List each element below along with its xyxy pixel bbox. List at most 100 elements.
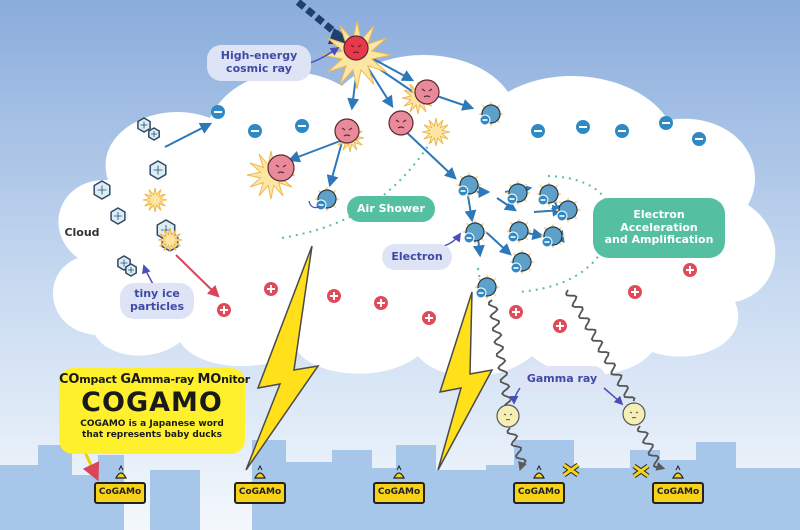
negative-charge-1 xyxy=(211,105,225,119)
electron-4 xyxy=(505,180,531,206)
negative-charge-3 xyxy=(295,119,309,133)
cogamo-detector-1: CoGAMo xyxy=(94,482,146,504)
cosmic-ray-particles xyxy=(267,35,440,182)
cogamo-info-box: COmpact GAmma-ray MOnitor COGAMO COGAMO … xyxy=(59,368,250,454)
gamma-pointer-left xyxy=(509,387,521,405)
cosmic-particle-5 xyxy=(267,154,295,182)
ice-particle-2 xyxy=(148,127,160,141)
electron-7 xyxy=(462,219,488,245)
shower-arrow-3 xyxy=(365,54,415,82)
cosmic-particle-1 xyxy=(343,35,369,61)
electron-label: Electron xyxy=(382,244,452,270)
building-7 xyxy=(284,462,334,530)
electron-10 xyxy=(474,274,500,300)
positive-charge-1 xyxy=(217,303,231,317)
cogamo-title: COGAMO xyxy=(81,387,223,418)
negative-charge-2 xyxy=(248,124,262,138)
shower-arrow-5 xyxy=(287,137,349,163)
electron-3 xyxy=(456,172,482,198)
shower-arrow-7 xyxy=(401,127,457,180)
positive-charge-9 xyxy=(683,263,697,277)
gamma-wave-2a xyxy=(565,289,636,402)
falling-duck-icon-2 xyxy=(632,463,650,479)
positive-charge-6 xyxy=(509,305,523,319)
electron-acceleration-label: Electron Acceleration and Amplification xyxy=(593,198,725,258)
lightning-bolts xyxy=(245,245,494,471)
negative-charge-7 xyxy=(659,116,673,130)
cogamo-note: COGAMO is a Japanese word that represent… xyxy=(80,419,224,440)
lightning-bolt-left xyxy=(245,245,320,471)
building-12 xyxy=(486,465,516,530)
burst-5 xyxy=(421,117,451,147)
shower-arrow-10 xyxy=(464,195,477,223)
shower-arrow-12 xyxy=(496,197,517,212)
ice-positive-arrow xyxy=(175,254,220,298)
positive-charge-8 xyxy=(628,285,642,299)
positive-charge-5 xyxy=(422,311,436,325)
building-1 xyxy=(0,465,40,530)
cosmic-particle-4 xyxy=(388,110,414,136)
electron-2 xyxy=(314,186,340,212)
duck-icon-2 xyxy=(254,464,266,479)
ice-particle-9 xyxy=(125,263,137,277)
shower-arrow-14 xyxy=(485,231,512,256)
positive-charge-4 xyxy=(374,296,388,310)
air-shower-pointer xyxy=(308,200,321,209)
building-2 xyxy=(38,445,72,530)
duck-birds xyxy=(115,462,684,479)
duck-icon-1 xyxy=(115,464,127,479)
positive-charge-7 xyxy=(553,319,567,333)
ice-particle-5 xyxy=(110,207,126,225)
electron-1 xyxy=(478,101,504,127)
burst-6 xyxy=(142,187,168,213)
gamma-wave-2b xyxy=(636,425,666,471)
cogamo-full-name: COmpact GAmma-ray MOnitor xyxy=(59,372,250,387)
positive-charge-2 xyxy=(264,282,278,296)
cosmic-particle-2 xyxy=(414,79,440,105)
negative-charge-5 xyxy=(576,120,590,134)
gamma-photon-1 xyxy=(496,404,520,428)
negative-charge-4 xyxy=(531,124,545,138)
duck-icon-5 xyxy=(672,464,684,479)
ice-particle-3 xyxy=(93,180,111,200)
lightning-bolt-right xyxy=(437,291,494,471)
ice-particles-label: tiny ice particles xyxy=(120,283,194,319)
gamma-photon-2 xyxy=(622,402,646,426)
duck-icon-4 xyxy=(533,464,545,479)
air-shower-label: Air Shower xyxy=(347,196,435,222)
gamma-ray-label: Gamma ray xyxy=(518,366,606,392)
negative-charge-6 xyxy=(615,124,629,138)
building-8 xyxy=(332,450,372,530)
shower-arrow-6 xyxy=(326,141,343,188)
positive-charge-3 xyxy=(327,289,341,303)
cosmic-particle-3 xyxy=(334,118,360,144)
ice-particle-1 xyxy=(137,117,151,133)
electron-5 xyxy=(536,181,562,207)
gamma-wave-1b xyxy=(506,427,527,472)
cogamo-box-pointer xyxy=(82,449,100,482)
electron-11 xyxy=(509,249,535,275)
shower-electrons xyxy=(314,101,581,300)
burst-7 xyxy=(157,227,183,253)
cogamo-detector-5: CoGAMo xyxy=(652,482,704,504)
gamma-ray-paths xyxy=(487,289,666,472)
gamma-wave-1a xyxy=(487,299,512,407)
electron-8 xyxy=(506,218,532,244)
cosmic-ray-label: High-energy cosmic ray xyxy=(207,45,311,81)
shower-arrow-8 xyxy=(433,94,475,111)
cogamo-detector-2: CoGAMo xyxy=(234,482,286,504)
ice-particle-4 xyxy=(149,160,167,180)
building-5 xyxy=(150,470,200,530)
electron-9 xyxy=(540,223,566,249)
building-18 xyxy=(736,468,800,530)
cogamo-detector-3: CoGAMo xyxy=(373,482,425,504)
falling-duck-icon-1 xyxy=(562,462,580,478)
building-14 xyxy=(572,468,632,530)
duck-icon-3 xyxy=(393,464,405,479)
negative-charge-8 xyxy=(692,132,706,146)
cloud-label: Cloud xyxy=(64,225,100,239)
incoming-ray-trail xyxy=(295,0,345,41)
building-11 xyxy=(436,470,486,530)
